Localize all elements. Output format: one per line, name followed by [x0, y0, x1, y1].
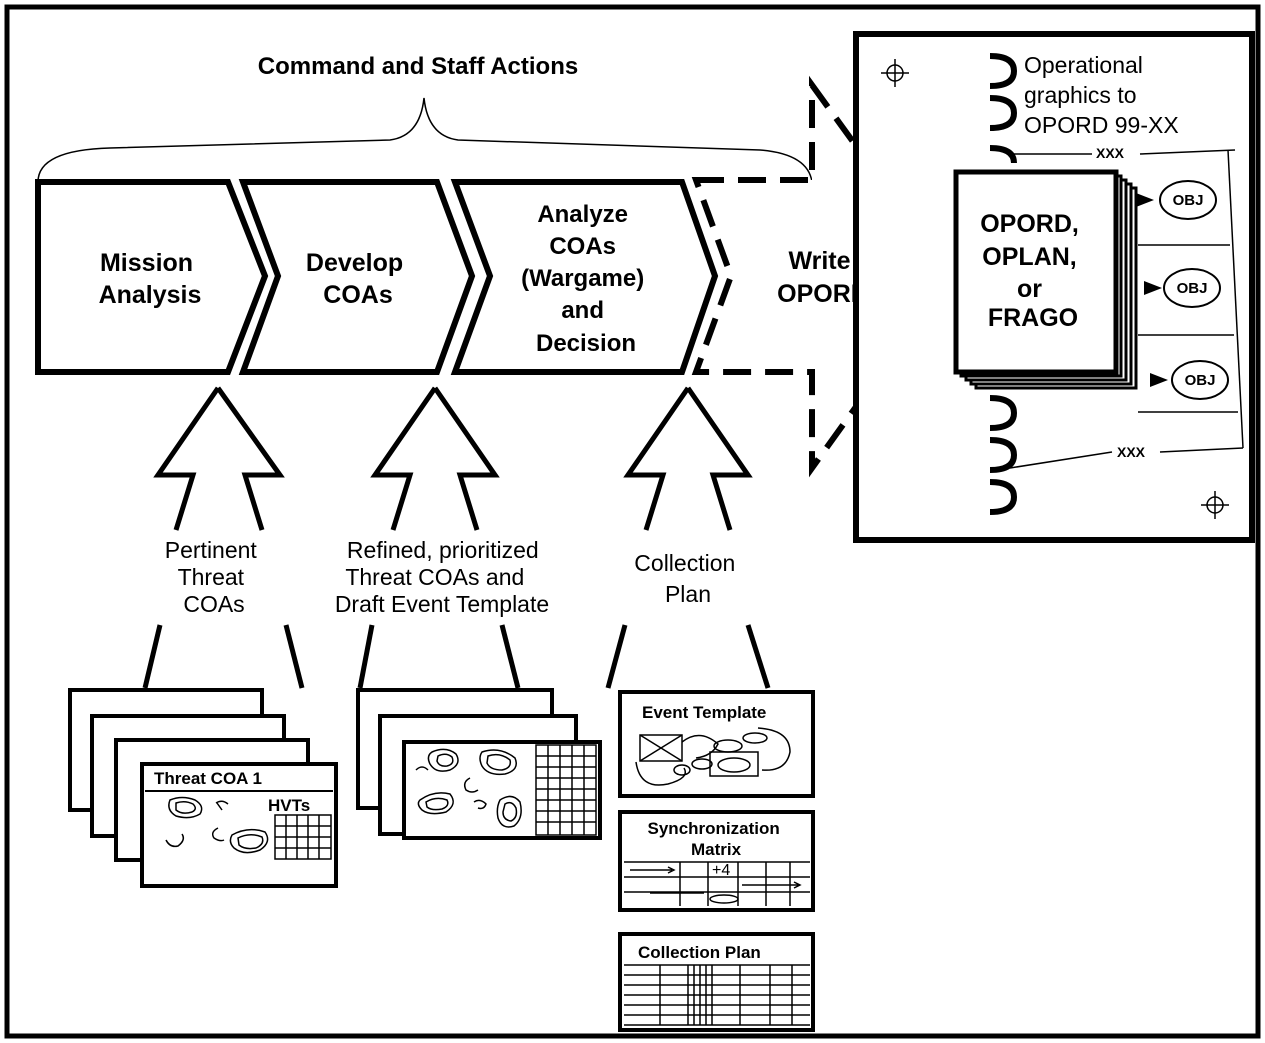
crosshair-icon [881, 59, 909, 87]
refined-grid [535, 744, 597, 836]
spiral-binding [989, 53, 1018, 515]
opord-document-stack [953, 169, 1138, 390]
boundary-label: XXX [1117, 444, 1146, 460]
analyze-coas-label: Analyze COAs (Wargame) and Decision [521, 201, 651, 357]
crosshair-icon [1201, 491, 1229, 519]
objective-label: OBJ [1177, 280, 1208, 297]
objective-marker: OBJ [1150, 360, 1229, 400]
diagram-title: Command and Staff Actions [258, 53, 578, 80]
chevron-mission-analysis [35, 179, 269, 375]
label-connectors [142, 624, 771, 689]
header-brace [37, 97, 813, 183]
map-lines [1009, 149, 1244, 469]
mission-analysis-label: Mission Analysis [99, 249, 202, 309]
objective-marker: OBJ [1144, 268, 1221, 308]
refined-threat-coas-label: Refined, prioritized Threat COAs and Dra… [335, 537, 549, 617]
input-arrow-mission [153, 386, 285, 531]
objective-marker: OBJ [1136, 180, 1217, 220]
pertinent-threat-coas-label: Pertinent Threat COAs [165, 537, 263, 617]
event-template-title: Event Template [642, 703, 766, 722]
chevron-develop-coas [238, 179, 476, 375]
threat-coa-title: Threat COA 1 [154, 769, 262, 788]
collection-plan-card: Collection Plan [618, 932, 815, 1032]
develop-coas-label: Develop COAs [306, 249, 410, 309]
collection-plan-title: Collection Plan [638, 943, 761, 962]
sync-matrix-title: Synchronization Matrix [648, 819, 785, 859]
graphics-note: Operational graphics to OPORD 99-XX [1024, 52, 1179, 138]
chevron-analyze-coas [450, 179, 719, 375]
threat-terrain-sketch [165, 796, 269, 854]
boundary-label: XXX [1096, 145, 1125, 161]
objective-label: OBJ [1185, 372, 1216, 389]
opord-document-label: OPORD, OPLAN, or FRAGO [980, 210, 1086, 332]
collection-plan-input-label: Collection Plan [634, 550, 741, 607]
objective-label: OBJ [1173, 192, 1204, 209]
input-arrow-collection [623, 386, 753, 531]
sync-matrix-grid [624, 861, 810, 906]
threat-coa-stack: Threat COA 1 HVTs [68, 688, 338, 888]
sync-matrix-card: Synchronization Matrix +4 [618, 810, 815, 912]
hvt-grid [274, 814, 332, 860]
event-template-card: Event Template [618, 690, 815, 798]
sync-matrix-marker: +4 [712, 862, 730, 879]
write-opord-arrow [691, 75, 954, 478]
hvts-label: HVTs [268, 796, 310, 815]
refined-terrain-sketch [415, 748, 522, 828]
input-arrow-develop [370, 386, 500, 531]
opord-graphics-panel: Operational graphics to OPORD 99-XX XXX … [853, 31, 1255, 543]
refined-coa-stack [356, 688, 602, 840]
collection-plan-grid [624, 964, 810, 1026]
event-template-sketch [635, 727, 791, 786]
